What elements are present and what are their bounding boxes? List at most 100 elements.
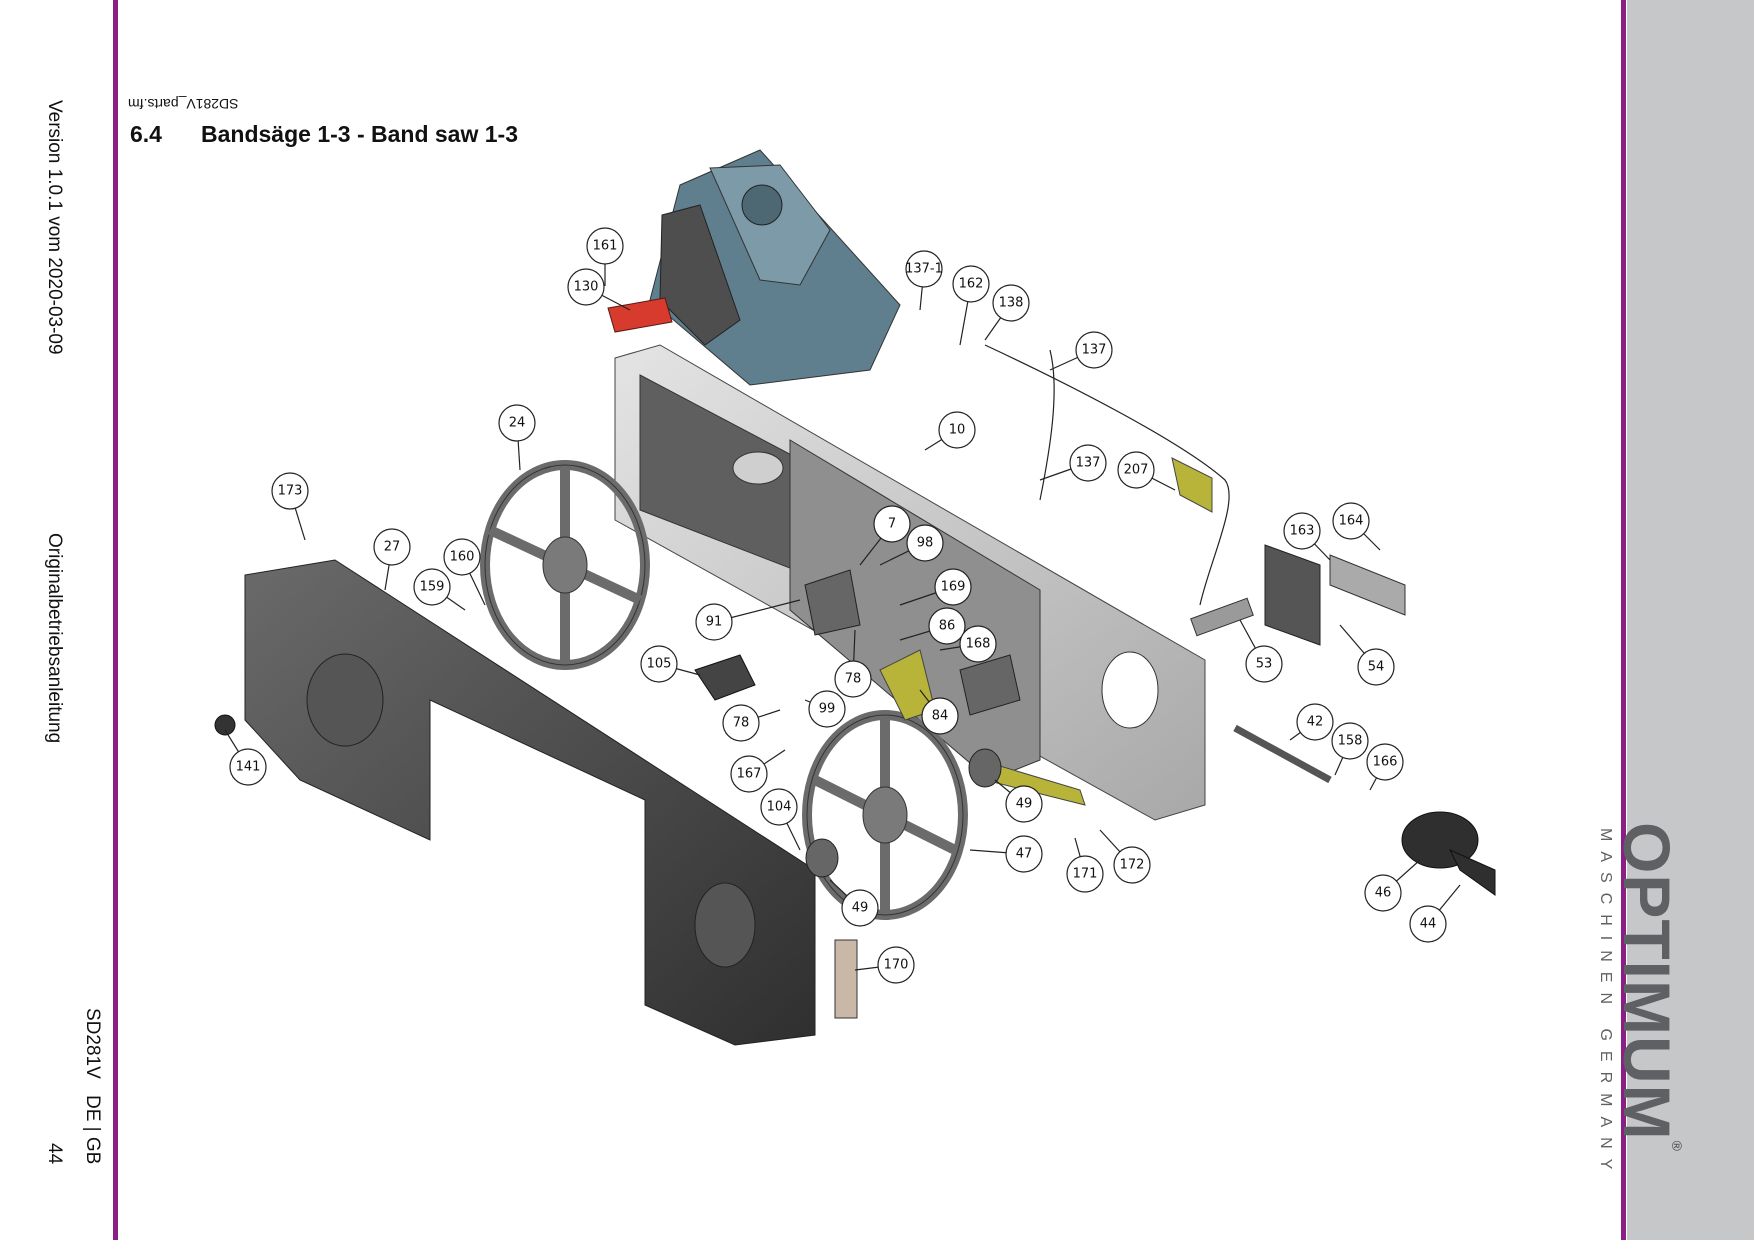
callout-circle [413,568,451,606]
callout-105: 105 [640,645,701,683]
callout-label: 84 [932,709,949,724]
callout-170: 170 [854,946,915,984]
callout-circle [834,660,872,698]
callout-circle [722,704,760,742]
callout-circle [1366,743,1404,781]
blade-guide-lower [959,654,1021,716]
callout-173: 173 [271,472,309,541]
callout-label: 99 [819,702,836,717]
callout-130: 130 [567,268,631,311]
callout-label: 78 [733,716,750,731]
back-cover [244,559,816,1046]
callout-label: 98 [917,536,934,551]
callout-circle [443,538,481,576]
callout-label: 46 [1375,886,1392,901]
callout-161: 161 [586,227,624,286]
callout-circle [1331,722,1369,760]
callout-label: 47 [1016,847,1033,862]
callout-166: 166 [1366,743,1404,791]
brand-sidebar [1627,0,1754,1240]
callout-circle [373,528,411,566]
callout-circle [873,505,911,543]
bearing-upper [968,748,1002,788]
tension-shaft [1190,597,1254,637]
callout-label: 166 [1373,755,1398,770]
callout-164: 164 [1332,502,1381,551]
callout-label: 7 [888,517,896,532]
callout-label: 141 [236,760,261,775]
callout-46: 46 [1364,859,1421,912]
knob-141 [214,714,236,736]
section-title: Bandsäge 1-3 - Band saw 1-3 [201,121,518,147]
callout-circle [1409,905,1447,943]
callout-label: 54 [1368,660,1385,675]
callout-138: 138 [984,284,1030,341]
callout-circle [640,645,678,683]
callout-circle [906,524,944,562]
callout-49: 49 [829,879,879,927]
callout-circle [1332,502,1370,540]
callout-circle [1283,512,1321,550]
callout-49: 49 [994,779,1043,823]
callout-circle [992,284,1030,322]
callout-159: 159 [413,568,466,611]
callout-circle [498,404,536,442]
tension-block [1329,554,1406,616]
callout-label: 169 [941,580,966,595]
section-number: 6.4 [130,121,162,147]
callout-circle [808,690,846,728]
callout-171: 171 [1066,837,1104,893]
callout-circle [934,568,972,606]
callout-7: 7 [859,505,911,566]
bearing-lower [805,838,839,878]
callout-circle [1364,874,1402,912]
callout-circle [1069,444,1107,482]
tension-spindle [1233,724,1332,784]
callout-98: 98 [879,524,944,566]
callout-160: 160 [443,538,486,606]
callout-91: 91 [695,599,801,641]
callout-42: 42 [1289,703,1334,741]
saw-frame [614,344,1206,821]
callout-circle [921,697,959,735]
callout-circle [695,603,733,641]
callout-label: 137 [1082,343,1107,358]
callout-label: 162 [959,277,984,292]
callout-label: 172 [1120,858,1145,873]
callout-circle [905,250,943,288]
upper-wheel [480,460,650,670]
callout-label: 167 [737,767,762,782]
callout-label: 137 [1076,456,1101,471]
callout-label: 138 [999,296,1024,311]
callout-circle [271,472,309,510]
callout-78: 78 [722,704,781,742]
callout-169: 169 [899,568,972,606]
callout-circle [1245,645,1283,683]
callout-163: 163 [1283,512,1331,561]
callout-53: 53 [1239,619,1283,683]
chip-guard [1171,457,1213,513]
callout-circle [1005,835,1043,873]
callout-circle [229,748,267,786]
callout-104: 104 [760,788,801,851]
callout-label: 53 [1256,657,1273,672]
callout-label: 173 [278,484,303,499]
callout-54: 54 [1339,624,1395,686]
callout-circle [1075,331,1113,369]
callout-label: 171 [1073,867,1098,882]
callout-circle [877,946,915,984]
callout-label: 105 [647,657,672,672]
left-accent-line [113,0,118,1240]
callout-label: 160 [450,550,475,565]
callout-label: 207 [1124,463,1149,478]
callout-172: 172 [1099,829,1151,884]
callout-circle [952,265,990,303]
callout-label: 137-1 [905,262,943,277]
callout-label: 164 [1339,514,1364,529]
callout-circle [567,268,605,306]
callout-circle [1066,855,1104,893]
warning-label [834,939,858,1019]
callout-label: 49 [1016,797,1033,812]
callout-10: 10 [924,411,976,451]
